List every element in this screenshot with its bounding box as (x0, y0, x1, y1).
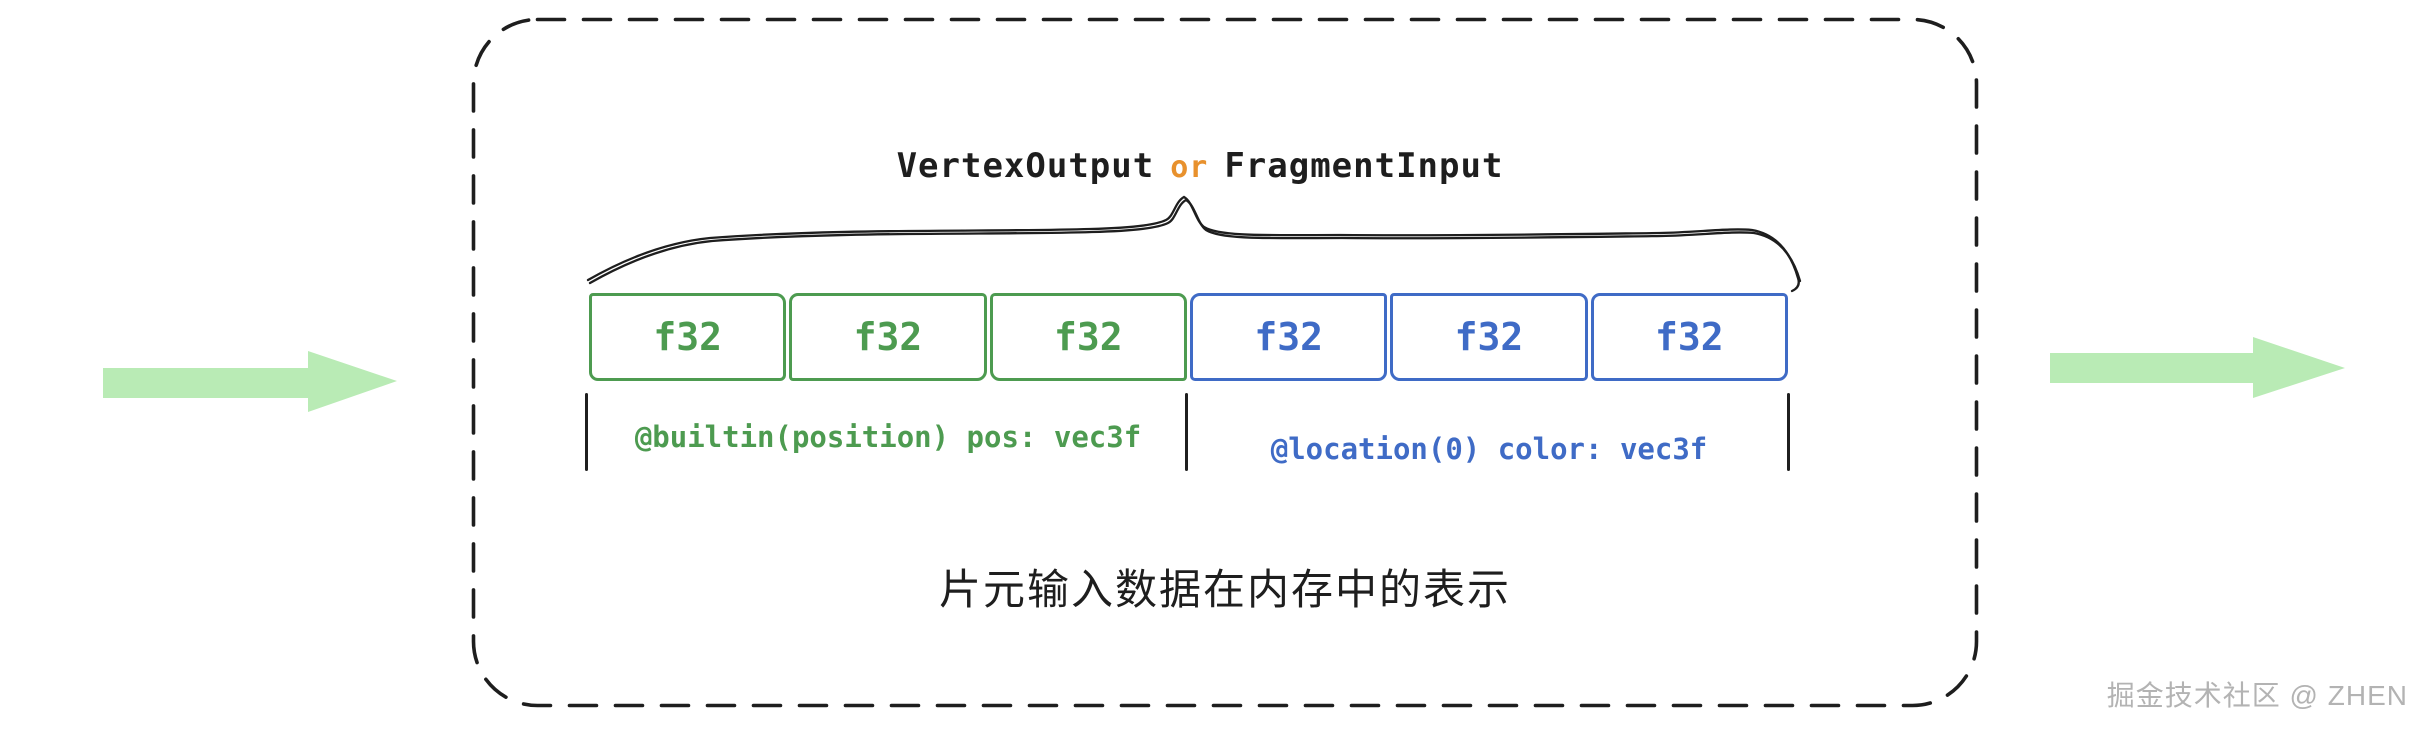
memory-cell: f32 (1189, 293, 1388, 381)
title-or-conjunction: or (1170, 150, 1209, 185)
diagram-caption: 片元输入数据在内存中的表示 (938, 566, 1511, 613)
divider-tick-middle (1185, 393, 1188, 471)
memory-cell-row: f32 f32 f32 f32 f32 f32 (589, 293, 1788, 381)
flow-arrow-left-icon (103, 351, 397, 412)
memory-cell: f32 (589, 293, 787, 381)
diagram-title: VertexOutput or FragmentInput (560, 140, 1840, 192)
divider-tick-right (1787, 393, 1790, 471)
memory-cell: f32 (1590, 293, 1788, 381)
curly-brace-icon (586, 195, 1802, 293)
title-left: VertexOutput (896, 146, 1155, 186)
title-right: FragmentInput (1224, 146, 1504, 186)
color-field-label: @location(0) color: vec3f (1270, 432, 1708, 466)
memory-cell: f32 (989, 293, 1187, 381)
flow-arrow-right-icon (2050, 337, 2345, 398)
memory-cell: f32 (1390, 293, 1588, 381)
memory-cell: f32 (789, 293, 987, 381)
watermark: 掘金技术社区 @ ZHEN (2106, 680, 2408, 711)
divider-tick-left (585, 393, 588, 471)
position-field-label: @builtin(position) pos: vec3f (634, 420, 1142, 454)
